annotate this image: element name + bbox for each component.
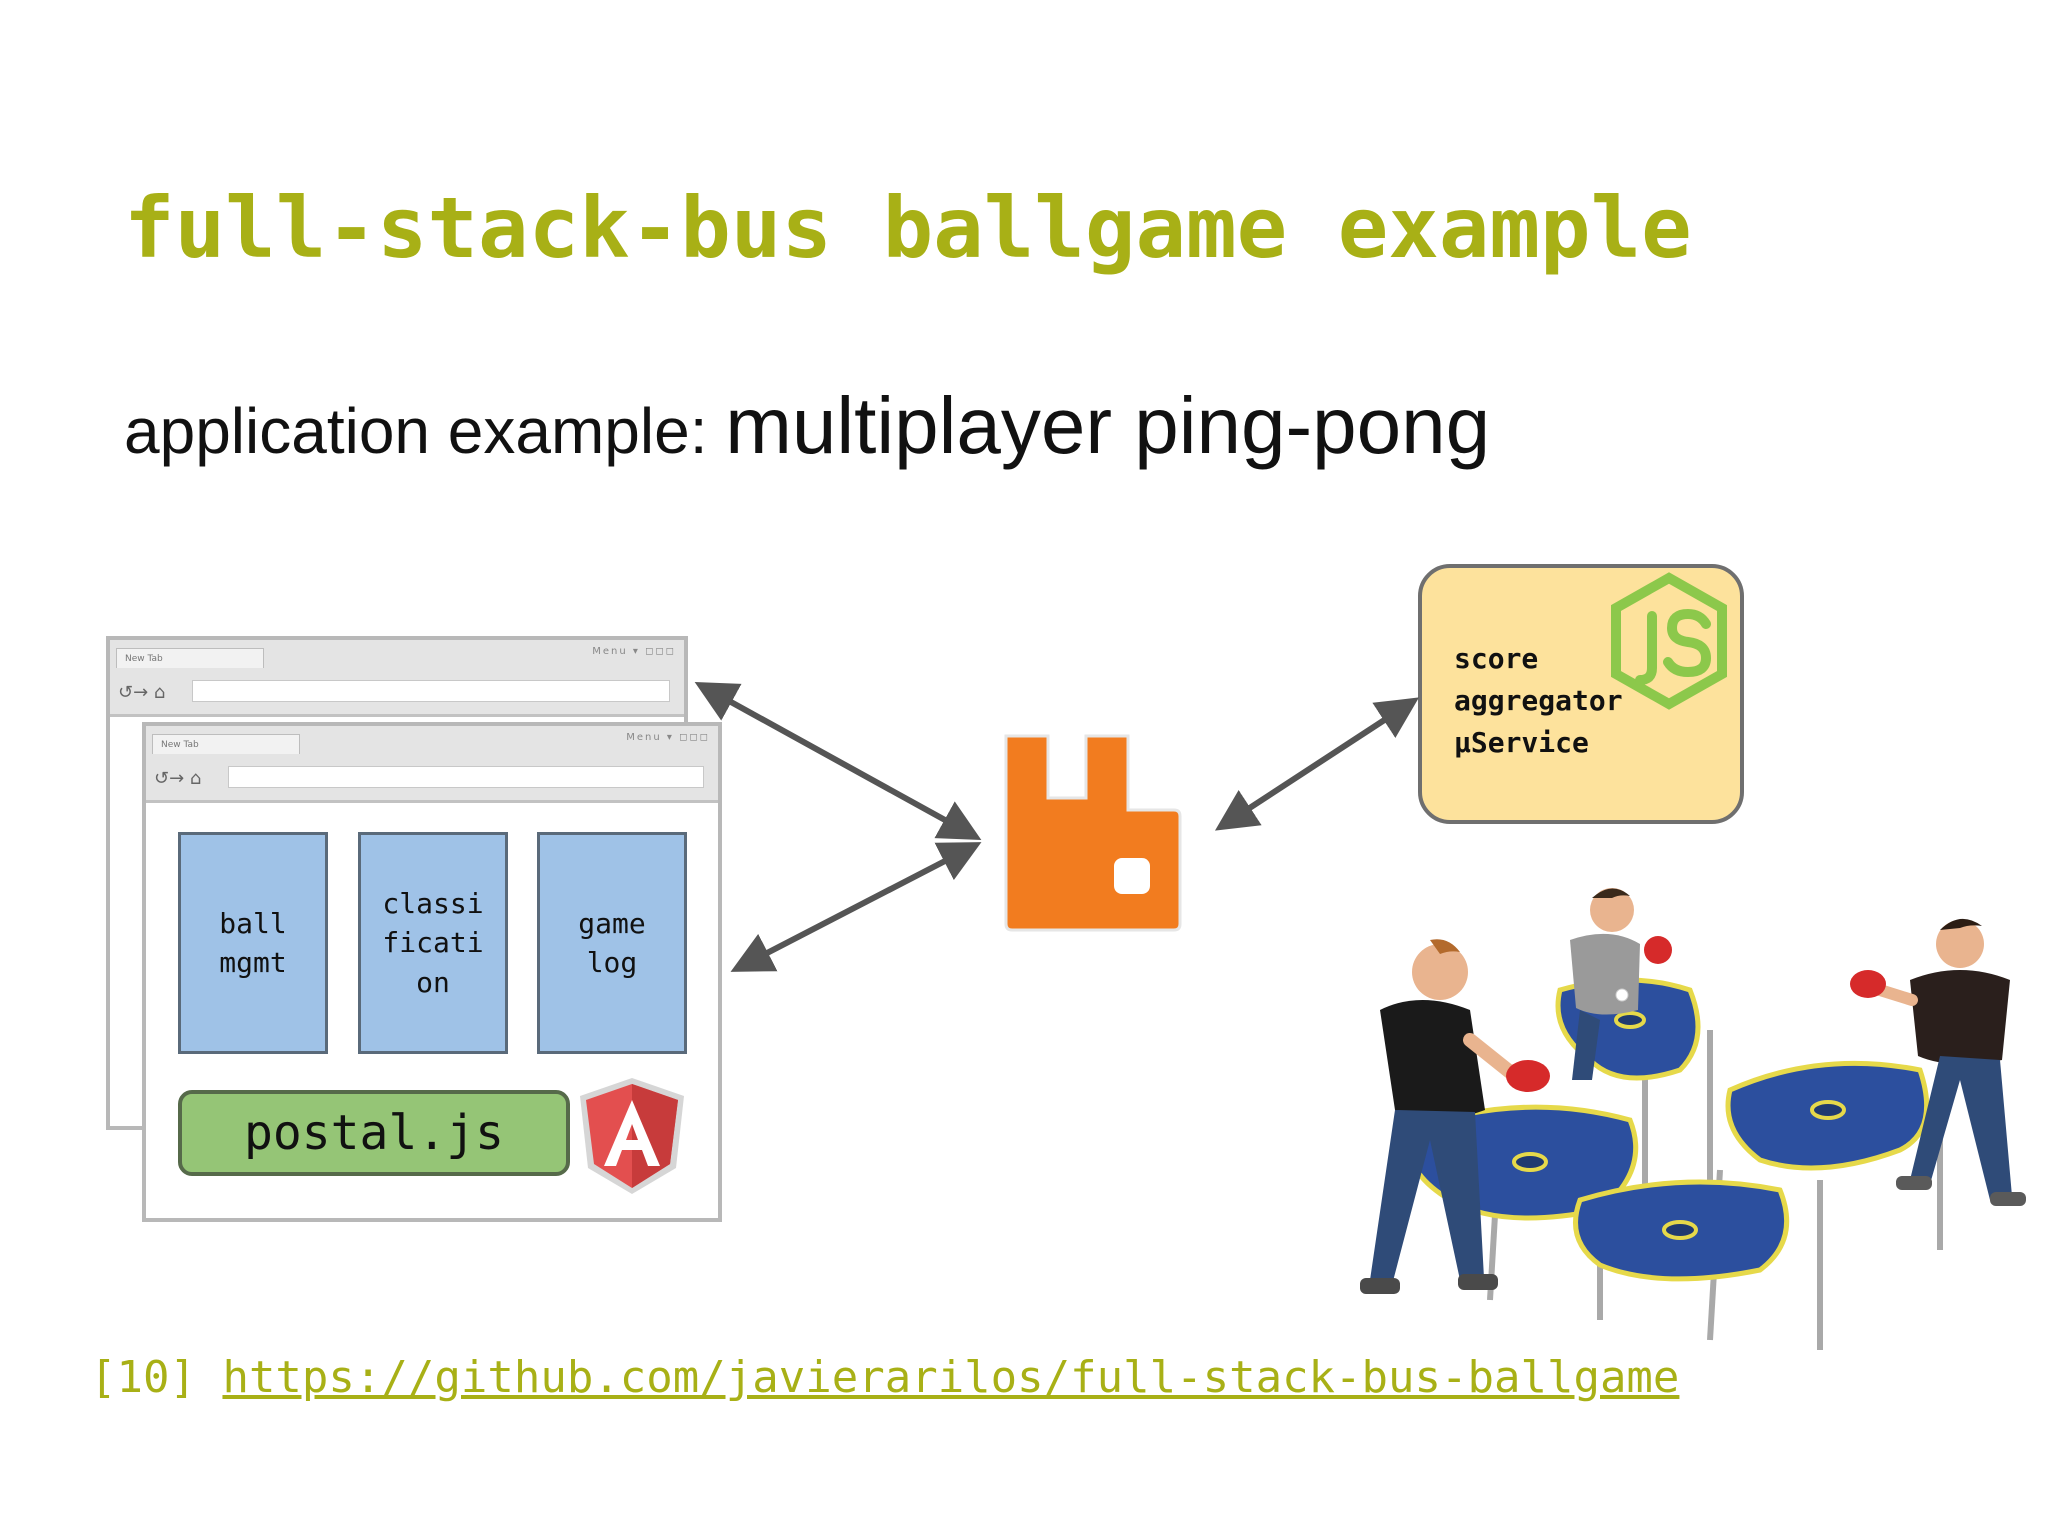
footnote-ref: [10]	[90, 1352, 223, 1403]
ping-pong-players-image	[1360, 888, 2026, 1350]
arrow-browser-front-broker	[730, 842, 982, 972]
browser-chrome: New Tab Menu ▾ ◻◻◻ ↺→ ⌂	[146, 726, 718, 803]
browser-tab: New Tab	[116, 648, 264, 668]
service-line-microservice: µService	[1454, 726, 1589, 759]
github-link[interactable]: https://github.com/javierarilos/full-sta…	[222, 1352, 1680, 1403]
arrow-browser-back-broker	[694, 681, 982, 841]
slide-title: full-stack-bus ballgame example	[124, 179, 1692, 277]
window-controls: Menu ▾ ◻◻◻	[626, 732, 710, 743]
nav-icons: ↺→ ⌂	[118, 682, 166, 703]
address-bar	[192, 680, 670, 702]
footnote: [10] https://github.com/javierarilos/ful…	[90, 1352, 1679, 1403]
service-line-score: score	[1454, 642, 1539, 675]
browser-chrome: New Tab Menu ▾ ◻◻◻ ↺→ ⌂	[110, 640, 684, 717]
slide-subtitle: application example: multiplayer ping-po…	[124, 380, 1490, 472]
window-controls: Menu ▾ ◻◻◻	[592, 646, 676, 657]
postal-js-bus: postal.js	[178, 1090, 570, 1176]
menu-label: Menu ▾	[626, 732, 674, 743]
browser-tab: New Tab	[152, 734, 300, 754]
game-log-component: game log	[537, 832, 687, 1054]
subtitle-lead: application example:	[124, 395, 726, 467]
nodejs-icon	[1611, 572, 1727, 710]
ball-mgmt-component: ball mgmt	[178, 832, 328, 1054]
service-label: score aggregator µService	[1454, 638, 1623, 764]
menu-label: Menu ▾	[592, 646, 640, 657]
rabbitmq-icon	[1004, 734, 1182, 932]
arrow-broker-service	[1214, 697, 1420, 831]
nav-icons: ↺→ ⌂	[154, 768, 202, 789]
address-bar	[228, 766, 704, 788]
classification-component: classi ficati on	[358, 832, 508, 1054]
angular-icon	[580, 1078, 684, 1194]
service-line-aggregator: aggregator	[1454, 684, 1623, 717]
subtitle-main: multiplayer ping-pong	[725, 381, 1491, 470]
score-aggregator-service: score aggregator µService	[1418, 564, 1744, 824]
